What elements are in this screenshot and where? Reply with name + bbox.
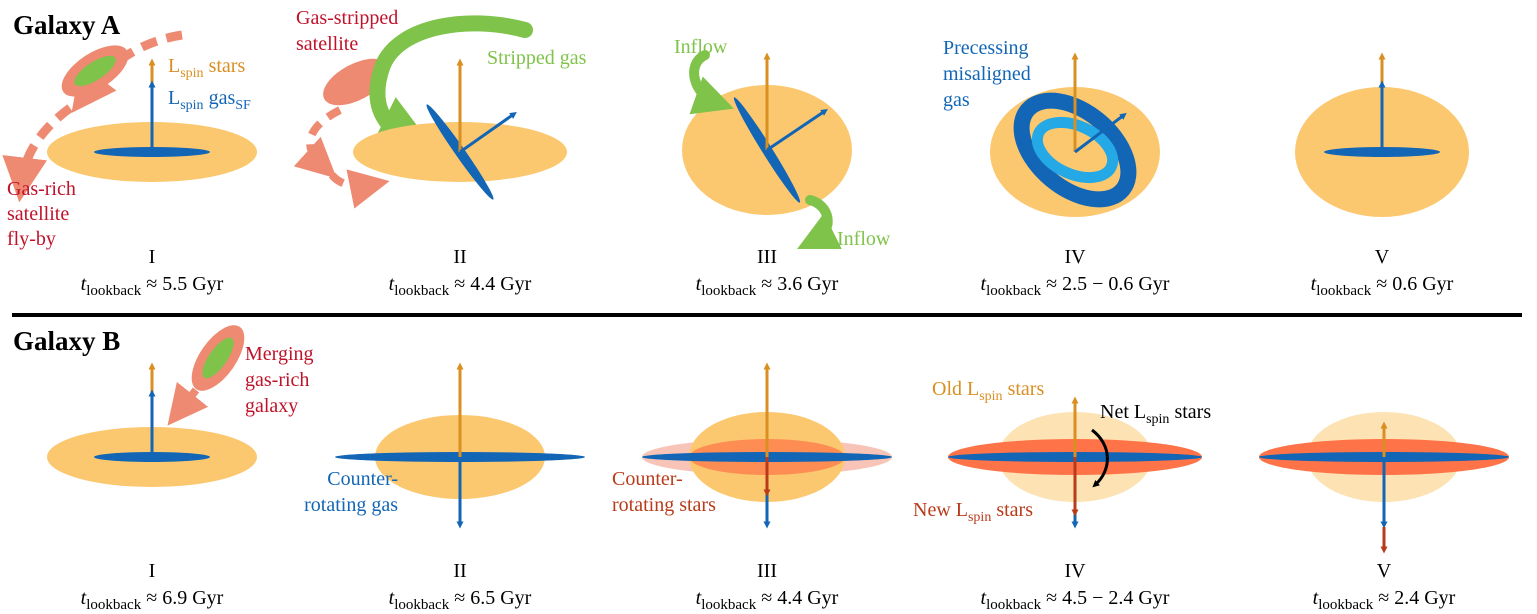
section-divider bbox=[12, 313, 1522, 317]
panel-b-2: Counter- rotating gas bbox=[304, 362, 585, 529]
lookback-time: tlookback ≈ 4.5 − 2.4 Gyr bbox=[981, 587, 1170, 613]
panel-b-3: Counter- rotating stars bbox=[612, 362, 892, 529]
lspin-gas-arrow bbox=[766, 109, 828, 152]
stage-number: I bbox=[149, 560, 156, 582]
merging-label-3: galaxy bbox=[245, 395, 298, 417]
net-spin-rotation-arrow bbox=[1091, 428, 1109, 488]
stage-number: V bbox=[1377, 560, 1392, 582]
lookback-time: tlookback ≈ 2.5 − 0.6 Gyr bbox=[981, 273, 1170, 299]
merging-galaxy-gas bbox=[202, 337, 234, 379]
old-lspin-label: Old Lspin stars bbox=[932, 378, 1044, 404]
counter-stars-label-2: rotating stars bbox=[612, 494, 716, 516]
precessing-gas-ring-inner bbox=[1031, 116, 1119, 184]
satellite-path-arrow bbox=[2, 104, 73, 203]
merging-label-1: Merging bbox=[245, 343, 314, 365]
counter-gas-label-1: Counter- bbox=[327, 468, 398, 490]
inflow-label-top: Inflow bbox=[674, 36, 728, 58]
galaxy-a-title: Galaxy A bbox=[13, 10, 121, 40]
stage-number: IV bbox=[1064, 560, 1086, 582]
panel-b-4: Old Lspin stars Net Lspin stars New Lspi… bbox=[913, 378, 1211, 529]
gas-stripped-satellite bbox=[323, 58, 389, 106]
stage-number: III bbox=[757, 560, 777, 582]
lspin-stars-label: Lspin stars bbox=[168, 55, 245, 81]
panel-a-5 bbox=[1295, 52, 1469, 217]
gas-rich-label-2: satellite bbox=[7, 203, 69, 225]
gas-rich-label-3: fly-by bbox=[7, 228, 56, 250]
lookback-time: tlookback ≈ 5.5 Gyr bbox=[81, 273, 224, 299]
inflow-arrow-top bbox=[689, 50, 734, 115]
gas-stripped-label-2: satellite bbox=[296, 33, 358, 55]
galaxy-a-stage-labels: I tlookback ≈ 5.5 Gyr II tlookback ≈ 4.4… bbox=[81, 246, 1454, 299]
lookback-time: tlookback ≈ 4.4 Gyr bbox=[696, 587, 839, 613]
panel-a-1: Lspin stars Lspin gasSF Gas-rich satelli… bbox=[2, 30, 257, 250]
panel-a-3: Inflow Inflow bbox=[674, 36, 891, 250]
satellite-path-arrow bbox=[71, 30, 183, 113]
merger-arrow bbox=[167, 381, 209, 426]
gas-stripped-label-1: Gas-stripped bbox=[296, 7, 398, 29]
inflow-label-bottom: Inflow bbox=[837, 228, 891, 250]
precessing-label-3: gas bbox=[943, 89, 970, 111]
lookback-time: tlookback ≈ 3.6 Gyr bbox=[696, 273, 839, 299]
stage-number: V bbox=[1375, 246, 1390, 268]
panel-b-5 bbox=[1259, 412, 1509, 554]
net-lspin-label: Net Lspin stars bbox=[1100, 401, 1211, 427]
galaxy-b-title: Galaxy B bbox=[13, 326, 120, 356]
lspin-gas-arrow bbox=[1074, 112, 1127, 154]
precessing-label-2: misaligned bbox=[943, 63, 1031, 85]
panel-a-2: Gas-stripped satellite Stripped gas bbox=[293, 7, 587, 209]
stage-number: II bbox=[453, 560, 466, 582]
gas-rich-label-1: Gas-rich bbox=[7, 178, 76, 200]
stage-number: I bbox=[149, 246, 156, 268]
lookback-time: tlookback ≈ 6.9 Gyr bbox=[81, 587, 224, 613]
galaxy-b-stage-labels: I tlookback ≈ 6.9 Gyr II tlookback ≈ 6.5… bbox=[81, 560, 1456, 613]
lookback-time: tlookback ≈ 2.4 Gyr bbox=[1313, 587, 1456, 613]
satellite-path-arrow bbox=[328, 169, 390, 209]
merging-label-2: gas-rich bbox=[245, 369, 309, 391]
precessing-gas-ring-outer bbox=[1013, 92, 1137, 208]
stage-number: III bbox=[757, 246, 777, 268]
precessing-label-1: Precessing bbox=[943, 37, 1029, 59]
lookback-time: tlookback ≈ 4.4 Gyr bbox=[389, 273, 532, 299]
satellite-path-arrow bbox=[293, 106, 342, 179]
stripped-gas-arrow bbox=[367, 15, 533, 155]
lspin-gas-label: Lspin gasSF bbox=[168, 87, 251, 113]
stage-number: IV bbox=[1064, 246, 1086, 268]
new-lspin-label: New Lspin stars bbox=[913, 499, 1033, 525]
stripped-gas-label: Stripped gas bbox=[487, 47, 587, 69]
satellite-gas bbox=[74, 55, 116, 87]
counter-gas-label-2: rotating gas bbox=[304, 494, 398, 516]
panel-a-4: Precessing misaligned gas bbox=[943, 37, 1160, 217]
panel-b-1: Merging gas-rich galaxy bbox=[47, 325, 314, 487]
lookback-time: tlookback ≈ 6.5 Gyr bbox=[389, 587, 532, 613]
inflow-arrow-bottom bbox=[797, 195, 842, 249]
counter-stars-label-1: Counter- bbox=[612, 468, 683, 490]
lspin-gas-arrow bbox=[459, 111, 517, 154]
lookback-time: tlookback ≈ 0.6 Gyr bbox=[1311, 273, 1454, 299]
stage-number: II bbox=[453, 246, 466, 268]
